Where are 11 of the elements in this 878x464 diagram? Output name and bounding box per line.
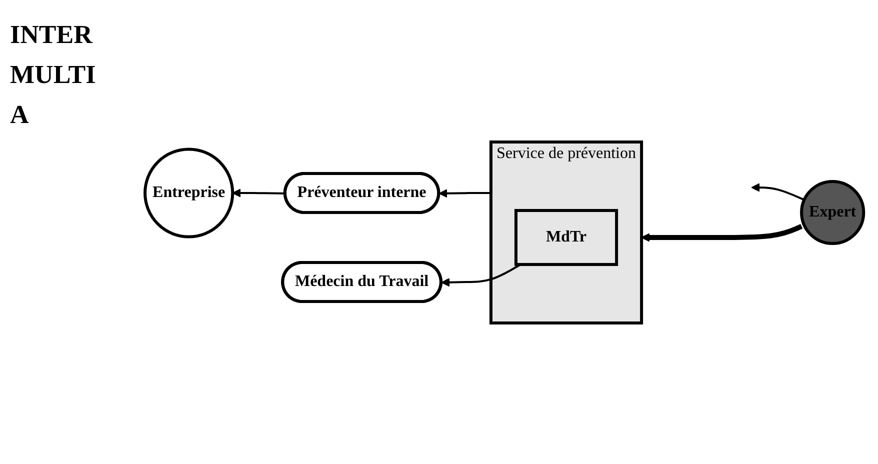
node-circle: Expert [800,179,865,245]
label-text: MULTI [10,60,97,90]
node-box: MdTr [514,208,618,266]
arrow [750,182,804,200]
arrow [440,263,521,286]
arrow [640,224,802,242]
label-text: A [10,100,30,130]
label-text: INTER [10,20,94,50]
arrow [232,188,286,197]
node-circle: Entreprise [143,147,234,238]
arrow [438,188,491,198]
